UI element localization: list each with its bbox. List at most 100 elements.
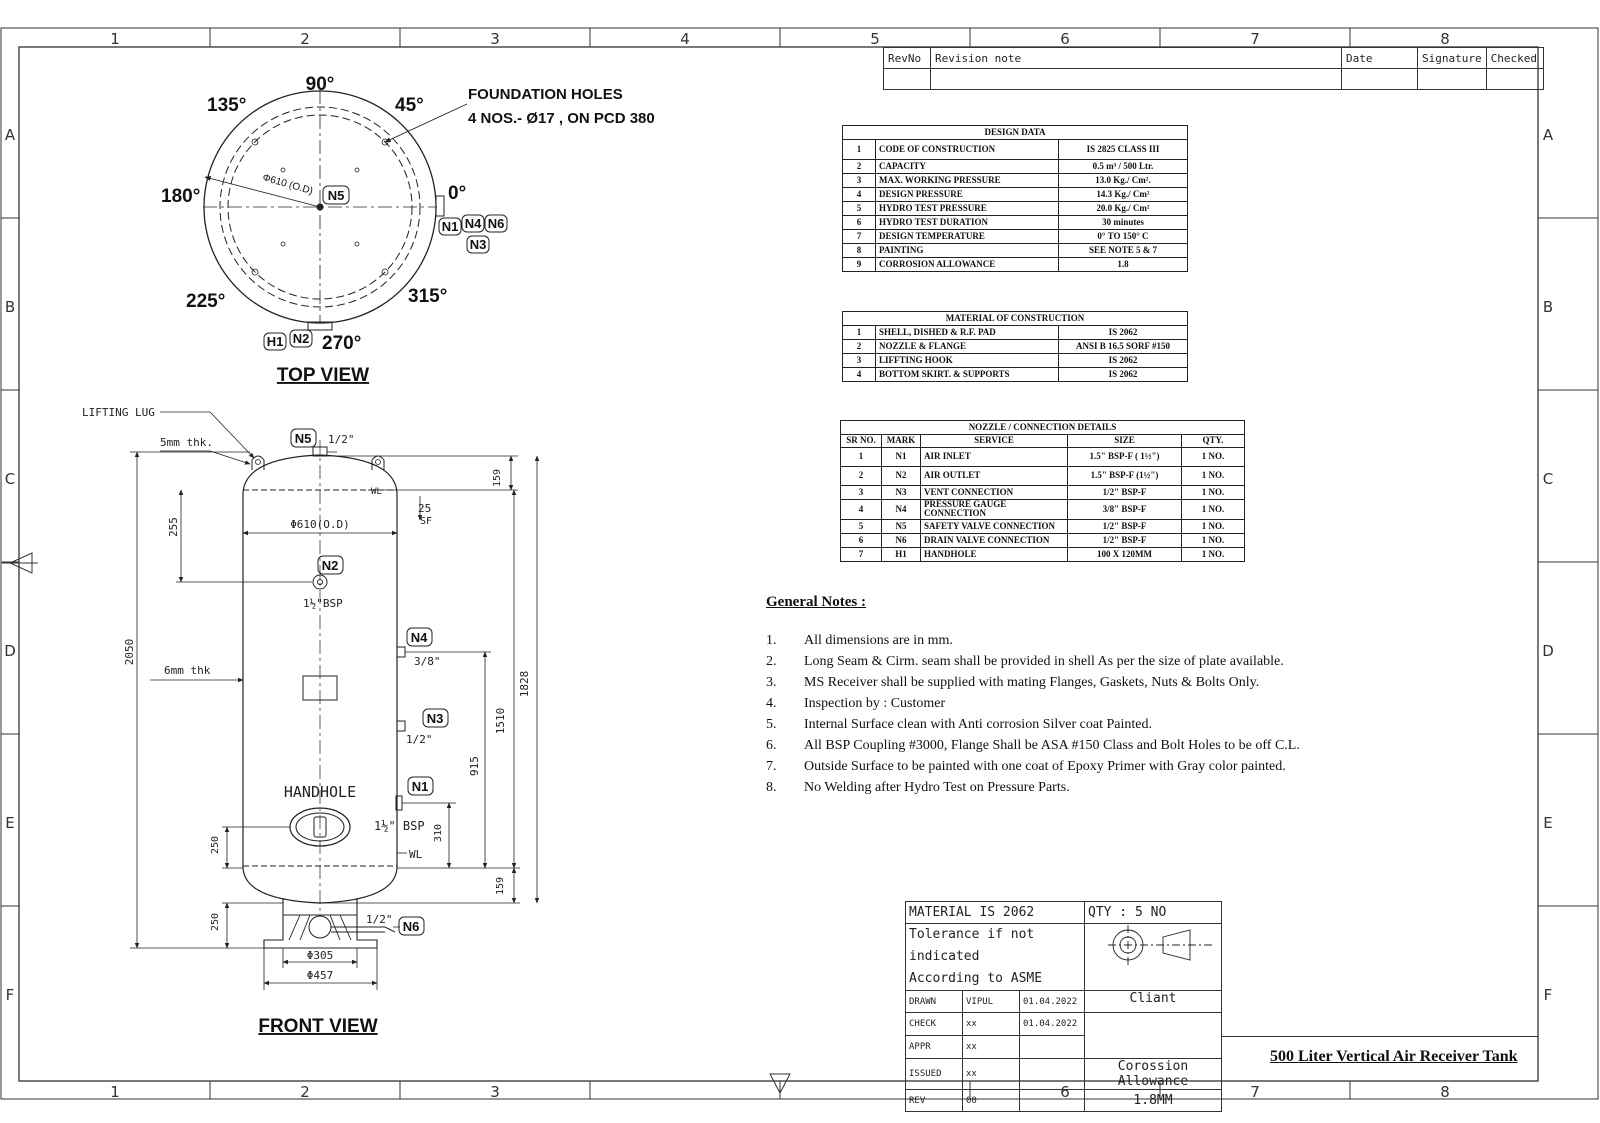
angle-135: 135° <box>207 95 246 116</box>
tag-n3: N3 <box>427 711 444 726</box>
row-qty: 1 NO. <box>1181 485 1245 500</box>
row-qty: 1 NO. <box>1181 546 1245 562</box>
table-header-row: SR NO. MARK SERVICE SIZE QTY. <box>840 434 1245 448</box>
row-item: PAINTING <box>875 243 1059 258</box>
tb-role: ISSUED <box>905 1058 963 1090</box>
notes-title: General Notes : <box>766 594 866 610</box>
shell-od: Φ610(O.D) <box>290 518 350 531</box>
dim-159-top: 159 <box>492 469 503 487</box>
revision-note-header: Revision note <box>930 47 1342 69</box>
wl-top: WL <box>371 487 382 497</box>
n3-size: 1/2" <box>406 733 433 746</box>
row-no: 1 <box>842 325 876 340</box>
tb-date: 01.04.2022 <box>1019 1012 1085 1036</box>
row-item: NOZZLE & FLANGE <box>875 339 1059 354</box>
col-label: 3 <box>490 1083 500 1101</box>
row-service: HANDHOLE <box>920 546 1068 562</box>
row-mark: N2 <box>881 466 921 486</box>
tb-name: xx <box>962 1035 1020 1059</box>
row-qty: 1 NO. <box>1181 518 1245 534</box>
sf-dim: 25 <box>418 502 431 515</box>
col-service: SERVICE <box>920 434 1068 448</box>
row-size: 1/2" BSP-F <box>1067 532 1182 548</box>
tb-role: APPR <box>905 1035 963 1059</box>
front-view <box>160 411 407 949</box>
row-service: AIR INLET <box>920 447 1068 467</box>
row-service: AIR OUTLET <box>920 466 1068 486</box>
row-qty: 1 NO. <box>1181 466 1245 486</box>
tb-material: MATERIAL IS 2062 <box>905 901 1085 924</box>
col-label: 5 <box>870 30 880 48</box>
tag-n5: N5 <box>295 431 312 446</box>
dim-250-a: 250 <box>210 836 221 854</box>
row-label: B <box>5 298 15 316</box>
checked-header: Checked <box>1485 47 1544 69</box>
note-number: 7. <box>766 759 777 774</box>
row-mark: N5 <box>881 518 921 534</box>
row-label: C <box>5 470 15 488</box>
row-label: E <box>5 814 14 832</box>
note-text: All dimensions are in mm. <box>804 633 953 648</box>
row-label: A <box>5 126 16 144</box>
top-view <box>203 90 468 331</box>
note-number: 5. <box>766 717 777 732</box>
row-item: MAX. WORKING PRESSURE <box>875 173 1059 188</box>
drawing-title-rule <box>1222 1036 1538 1037</box>
row-value: IS 2062 <box>1058 325 1188 340</box>
top-view-tags: N5 N1 N4 N6 N3 H1 N2 <box>263 185 508 351</box>
row-size: 1/2" BSP-F <box>1067 518 1182 534</box>
tb-date <box>1019 1058 1085 1090</box>
row-sr: 3 <box>840 485 882 500</box>
tag-n2: N2 <box>293 331 310 346</box>
dim-1828: 1828 <box>518 671 531 698</box>
col-mark: MARK <box>881 434 921 448</box>
handhole-label: HANDHOLE <box>284 783 356 801</box>
n6-size: 1/2" <box>366 913 393 926</box>
note-item: 1. All dimensions are in mm. <box>766 633 1366 654</box>
col-label: 1 <box>110 1083 120 1101</box>
row-mark: N6 <box>881 532 921 548</box>
col-label: 6 <box>1060 30 1070 48</box>
row-no: 7 <box>842 229 876 244</box>
note-text: Internal Surface clean with Anti corrosi… <box>804 717 1152 732</box>
row-mark: N1 <box>881 447 921 467</box>
row-item: CAPACITY <box>875 159 1059 174</box>
material-title: MATERIAL OF CONSTRUCTION <box>842 311 1188 326</box>
rev-cell <box>930 68 1342 90</box>
row-value: 14.3 Kg./ Cm² <box>1058 187 1188 202</box>
row-service: VENT CONNECTION <box>920 485 1068 500</box>
tb-tolerance-line2: According to ASME <box>909 971 1043 986</box>
row-mark: N3 <box>881 485 921 500</box>
row-no: 5 <box>842 201 876 216</box>
n1-size: 1½" BSP <box>374 819 425 833</box>
tb-name: VIPUL <box>962 990 1020 1013</box>
note-item: 3.MS Receiver shall be supplied with mat… <box>766 675 1366 696</box>
col-sr: SR NO. <box>840 434 882 448</box>
row-value: 1.8 <box>1058 257 1188 272</box>
tb-qty: QTY : 5 NO <box>1084 901 1222 924</box>
tag-h1: H1 <box>267 334 284 349</box>
row-item: CODE OF CONSTRUCTION <box>875 139 1059 160</box>
note-text: Inspection by : Customer <box>804 696 946 711</box>
row-no: 9 <box>842 257 876 272</box>
dim-255: 255 <box>167 517 180 537</box>
row-value: IS 2062 <box>1058 353 1188 368</box>
row-value: 0° TO 150° C <box>1058 229 1188 244</box>
n4-size: 3/8" <box>414 655 441 668</box>
col-label: 2 <box>300 1083 310 1101</box>
revision-table: RevNo Revision note Date Signature Check… <box>883 47 1544 90</box>
row-value: 20.0 Kg./ Cm² <box>1058 201 1188 216</box>
note-number: 1. <box>766 633 777 648</box>
tb-corrosion-value: 1.8MM <box>1084 1089 1222 1112</box>
col-label: 4 <box>680 30 690 48</box>
tb-date <box>1019 1089 1085 1112</box>
row-value: IS 2825 CLASS III <box>1058 139 1188 160</box>
col-label: 8 <box>1440 30 1450 48</box>
